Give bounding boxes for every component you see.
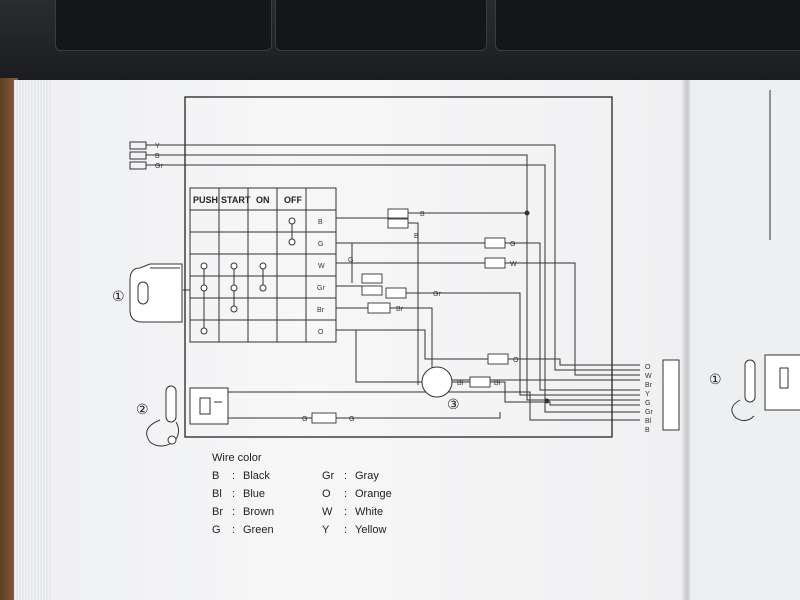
top-wire-label: Y <box>155 143 160 150</box>
table-row-label: B <box>318 219 323 226</box>
pin-label: W <box>645 373 652 380</box>
table-row-label: G <box>318 241 323 248</box>
diagram-frame <box>184 96 613 438</box>
main-connector <box>662 359 680 431</box>
wire-harness <box>146 144 640 421</box>
legend-code: Gr <box>322 470 335 482</box>
wire-label: O <box>513 357 519 364</box>
legend-sep: : <box>232 470 235 482</box>
legend-name: Gray <box>355 470 379 482</box>
keyboard-key <box>495 0 800 51</box>
book-page-edges <box>14 80 56 600</box>
legend-code: Br <box>212 506 223 518</box>
wire-color-legend: B : Black Bl : Blue Br : Brown G : Green… <box>212 470 392 536</box>
connector-pin-labels: O W Br Y G Gr Bl B <box>645 364 653 434</box>
connector-blocks <box>311 208 509 424</box>
table-header-on: ON <box>256 195 270 205</box>
push-switch-illustration <box>146 385 229 447</box>
legend-name: Blue <box>243 488 265 500</box>
callout-1: ① <box>112 288 125 304</box>
legend-name: Yellow <box>355 524 386 536</box>
legend-code: O <box>322 488 331 500</box>
wire-label: Bl <box>457 380 464 387</box>
table-header-start: START <box>221 195 251 205</box>
wire-label: Gr <box>433 291 441 298</box>
legend-sep: : <box>232 524 235 536</box>
legend-code: G <box>212 524 221 536</box>
pin-label: B <box>645 427 650 434</box>
keyboard-key <box>55 0 272 51</box>
right-page-callout: ① <box>709 371 722 387</box>
legend-sep: : <box>344 470 347 482</box>
callout-3: ③ <box>447 396 460 412</box>
legend-code: Y <box>322 524 330 536</box>
pin-label: Bl <box>645 418 652 425</box>
legend-name: Orange <box>355 488 392 500</box>
pin-label: Y <box>645 391 650 398</box>
legend-sep: : <box>344 488 347 500</box>
legend-sep: : <box>232 488 235 500</box>
legend-name: Brown <box>243 506 274 518</box>
table-header-push: PUSH <box>193 195 218 205</box>
indicator-lamp <box>421 366 453 398</box>
book-gutter <box>682 80 692 600</box>
pin-label: G <box>645 400 650 407</box>
legend-code: Bl <box>212 488 222 500</box>
wire-label: B <box>414 233 419 240</box>
top-wire-tags: Y B Gr <box>129 141 163 170</box>
top-wire-label: Gr <box>155 163 163 170</box>
wire-label: G <box>510 241 515 248</box>
keyboard-key <box>275 0 487 51</box>
pin-label: O <box>645 364 651 371</box>
wire-label: B <box>420 211 425 218</box>
legend-name: Black <box>243 470 270 482</box>
pin-label: Gr <box>645 409 653 416</box>
legend-name: Green <box>243 524 274 536</box>
table-header-off: OFF <box>284 195 302 205</box>
wire-label: W <box>510 261 517 268</box>
wooden-table-edge <box>0 78 18 600</box>
table-row-label: O <box>318 329 324 336</box>
legend-code: B <box>212 470 219 482</box>
legend-name: White <box>355 506 383 518</box>
wire-label: Br <box>396 306 404 313</box>
table-row-label: Br <box>317 307 325 314</box>
wire-label: G <box>348 257 353 264</box>
table-row-label: Gr <box>317 285 325 292</box>
table-row-label: W <box>318 263 325 270</box>
legend-sep: : <box>232 506 235 518</box>
ignition-switch-illustration <box>129 263 183 323</box>
legend-sep: : <box>344 506 347 518</box>
right-page-switch-illustration <box>731 354 800 422</box>
legend-title: Wire color <box>212 452 262 464</box>
manual-page-left <box>52 80 688 600</box>
legend-code: W <box>322 506 333 518</box>
wire-label: G <box>349 416 354 423</box>
top-wire-label: B <box>155 153 160 160</box>
laptop-bezel <box>0 0 800 82</box>
continuity-markers <box>200 217 296 335</box>
legend-sep: : <box>344 524 347 536</box>
wire-label: Bl <box>494 380 501 387</box>
manual-page-right <box>690 80 800 600</box>
callout-2: ② <box>136 401 149 417</box>
wire-label: G <box>302 416 307 423</box>
pin-label: Br <box>645 382 653 389</box>
